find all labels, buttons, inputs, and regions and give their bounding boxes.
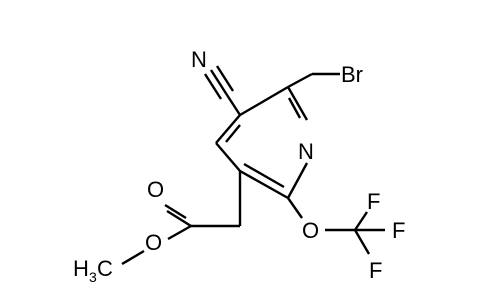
bond-carbonyl-o-ester xyxy=(167,224,192,241)
atom-o-carbonyl: O xyxy=(147,177,164,202)
atom-f-bottom: F xyxy=(369,258,382,283)
atom-o-ester: O xyxy=(145,230,162,255)
ring-bond-c6-c5 xyxy=(239,169,289,200)
triple-bond-2 xyxy=(215,65,235,92)
bond-cf3-f-bottom xyxy=(353,229,371,255)
atom-f-right: F xyxy=(392,218,405,243)
bond-cf3-f-top xyxy=(354,211,368,231)
ring-bond-c5-c4 xyxy=(215,142,241,172)
bond-o-methyl xyxy=(121,249,145,266)
ring-bond-n1-c6 xyxy=(286,162,309,199)
atom-methyl-c: C xyxy=(97,256,113,281)
atom-n-ring: N xyxy=(298,139,314,164)
ring-bond-c3-c2 xyxy=(239,85,289,117)
bond-carbonyl-o-double-1 xyxy=(166,209,192,228)
ring-bond-c4-c3 xyxy=(215,114,241,144)
triple-bond-1 xyxy=(209,69,229,96)
atom-br: Br xyxy=(341,62,363,87)
triple-bond-3 xyxy=(203,73,223,100)
atom-methyl-subscript: 3 xyxy=(89,269,97,285)
ring-bond-c2-n1 xyxy=(286,86,309,121)
atom-f-top: F xyxy=(367,189,380,214)
bond-c2-ch2 xyxy=(287,72,313,89)
atom-o-ether: O xyxy=(302,218,319,243)
ring-double-c3-c4 xyxy=(225,124,241,143)
atom-n-nitrile: N xyxy=(191,47,207,72)
bond-c3-cn xyxy=(225,94,242,116)
ring-double-c6-c5 xyxy=(243,162,285,189)
bond-c6-o xyxy=(287,197,303,219)
ring-double-c2-n1 xyxy=(287,97,302,119)
atom-methyl-h: H xyxy=(73,256,89,281)
bond-carbonyl-o-double-2 xyxy=(164,203,187,220)
